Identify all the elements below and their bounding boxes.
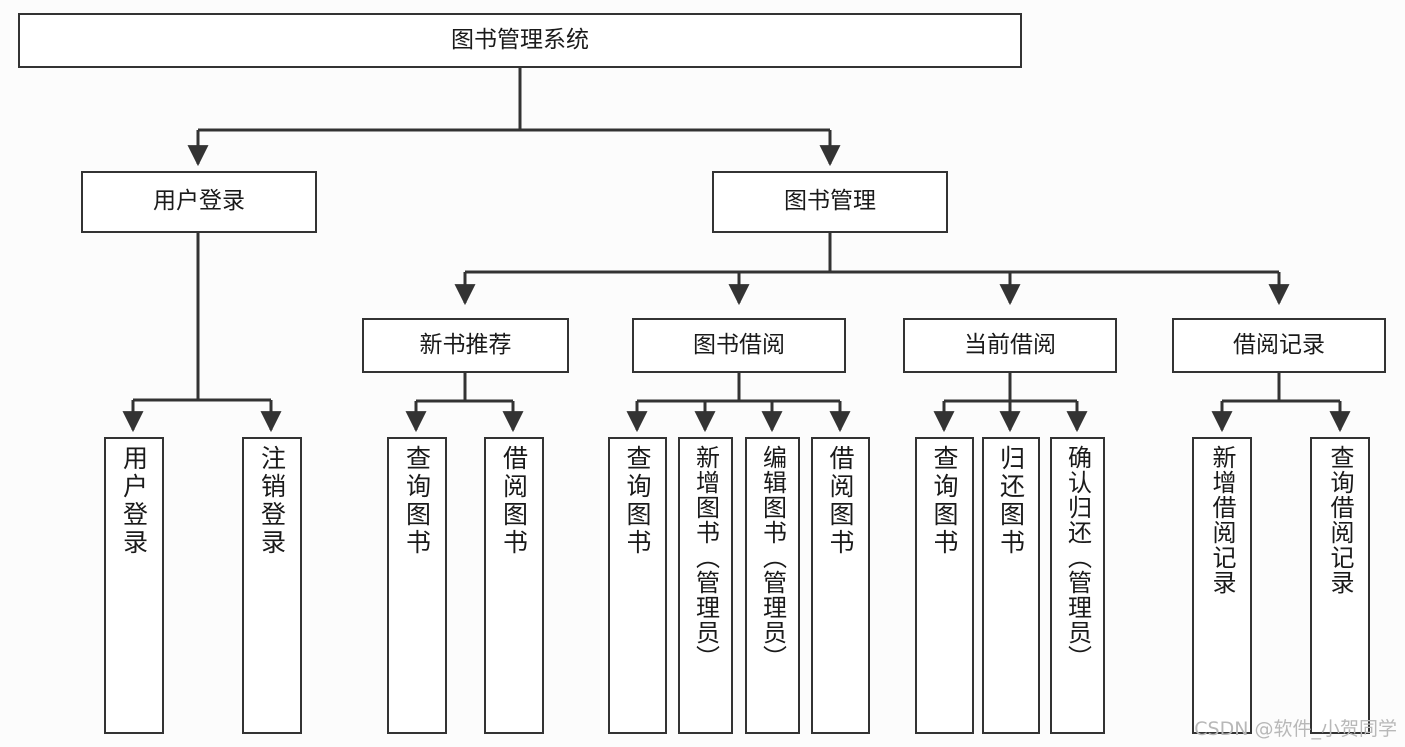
node-leaf-return-book[interactable]: 归还图书 (982, 437, 1040, 734)
node-book-borrow-label: 图书借阅 (693, 331, 785, 358)
node-borrow-record[interactable]: 借阅记录 (1172, 318, 1386, 373)
node-leaf-query-book-2[interactable]: 查询图书 (608, 437, 667, 734)
node-leaf-query-record[interactable]: 查询借阅记录 (1310, 437, 1370, 734)
node-leaf-edit-book-label: 编辑图书（管理员） (758, 445, 787, 670)
node-leaf-user-login-label: 用户登录 (119, 445, 149, 557)
node-leaf-add-record[interactable]: 新增借阅记录 (1192, 437, 1252, 734)
node-leaf-borrow-book-1[interactable]: 借阅图书 (484, 437, 544, 734)
node-leaf-edit-book[interactable]: 编辑图书（管理员） (745, 437, 800, 734)
node-leaf-borrow-book-2[interactable]: 借阅图书 (811, 437, 870, 734)
node-leaf-borrow-book-2-label: 借阅图书 (826, 445, 855, 557)
node-leaf-confirm-return-label: 确认归还（管理员） (1063, 445, 1092, 670)
node-root[interactable]: 图书管理系统 (18, 13, 1022, 68)
node-book-manage[interactable]: 图书管理 (712, 171, 948, 233)
node-leaf-query-book-1[interactable]: 查询图书 (387, 437, 447, 734)
node-leaf-add-book-label: 新增图书（管理员） (691, 445, 720, 670)
node-leaf-confirm-return[interactable]: 确认归还（管理员） (1050, 437, 1105, 734)
node-leaf-query-book-3-label: 查询图书 (930, 445, 959, 557)
node-user-login[interactable]: 用户登录 (81, 171, 317, 233)
node-new-book-recommend-label: 新书推荐 (419, 331, 512, 358)
node-current-borrow[interactable]: 当前借阅 (903, 318, 1117, 373)
node-leaf-return-book-label: 归还图书 (996, 445, 1026, 557)
node-leaf-logout-label: 注销登录 (257, 445, 287, 557)
node-borrow-record-label: 借阅记录 (1233, 331, 1325, 358)
node-leaf-query-book-1-label: 查询图书 (402, 445, 432, 557)
node-root-label: 图书管理系统 (451, 26, 589, 53)
node-leaf-add-book[interactable]: 新增图书（管理员） (678, 437, 733, 734)
node-book-manage-label: 图书管理 (784, 188, 876, 215)
node-leaf-add-record-label: 新增借阅记录 (1208, 445, 1236, 595)
node-new-book-recommend[interactable]: 新书推荐 (362, 318, 569, 373)
node-leaf-query-book-3[interactable]: 查询图书 (915, 437, 974, 734)
node-user-login-label: 用户登录 (153, 188, 245, 215)
node-leaf-borrow-book-1-label: 借阅图书 (499, 445, 529, 557)
node-book-borrow[interactable]: 图书借阅 (632, 318, 846, 373)
node-leaf-logout[interactable]: 注销登录 (242, 437, 302, 734)
node-leaf-query-record-label: 查询借阅记录 (1326, 445, 1354, 595)
node-leaf-query-book-2-label: 查询图书 (623, 445, 652, 557)
node-leaf-user-login[interactable]: 用户登录 (104, 437, 164, 734)
watermark-text: CSDN @软件_小贺同学 (1194, 718, 1397, 740)
node-current-borrow-label: 当前借阅 (964, 331, 1056, 358)
